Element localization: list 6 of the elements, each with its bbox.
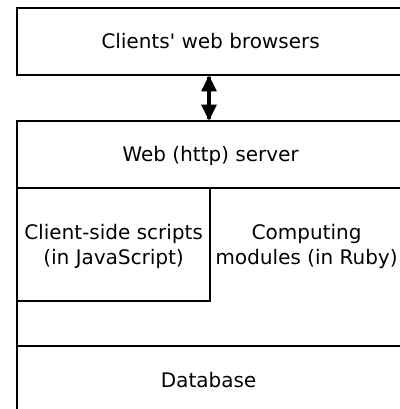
scripts-box: Client-side scripts (in JavaScript) [16,187,211,302]
double-arrow [201,75,217,121]
client-box: Clients' web browsers [16,7,400,76]
modules-text: Computing modules (in Ruby) [209,189,400,300]
database-band: Database [16,345,400,409]
server-band: Web (http) server [16,120,400,189]
